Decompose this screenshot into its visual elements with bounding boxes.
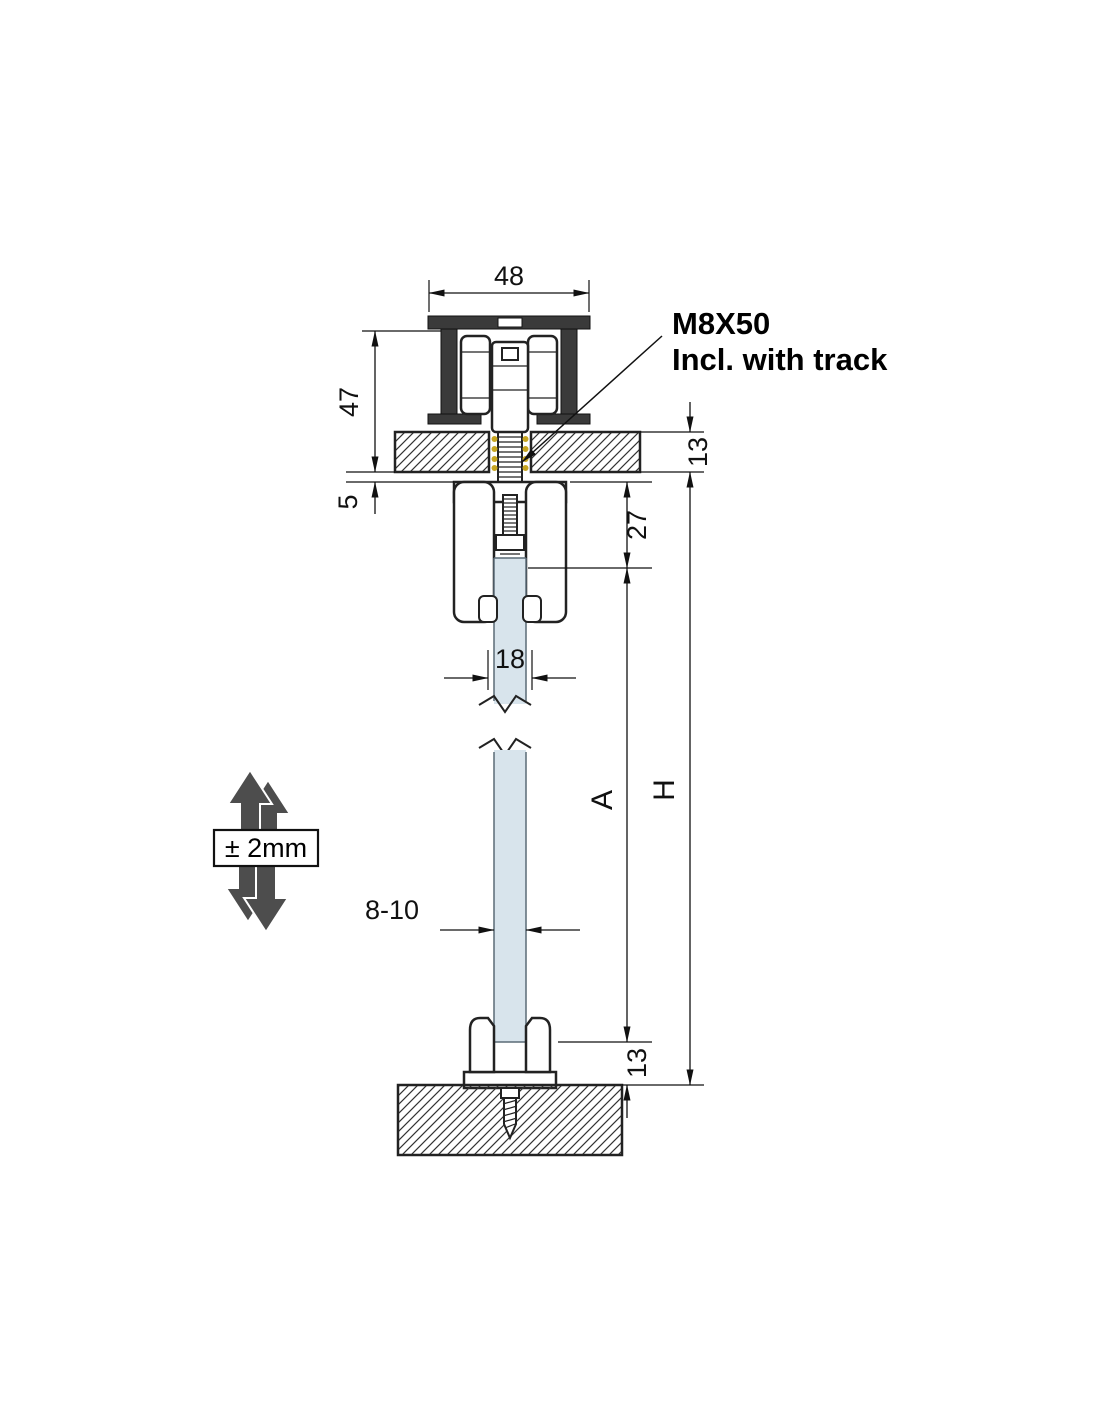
dim-13-floor-label: 13 [622,1048,652,1078]
dim-13-floor: 13 [622,1048,652,1118]
bolt-callout: M8X50 Incl. with track [521,306,888,463]
dim-H-label: H [648,779,681,801]
dim-A: A [558,567,652,1043]
dim-47-label: 47 [334,387,364,417]
floor-screw [500,1087,520,1141]
dim-8-10: 8-10 [365,895,580,934]
suspension-bolt [490,340,530,496]
roller-carriage [459,334,559,416]
rod-threads [502,498,518,532]
break-line-upper [478,694,532,714]
adjustment-indicator: ± 2mm [212,768,320,934]
dim-48-label: 48 [494,261,524,291]
dim-13-ceiling: 13 [640,402,713,473]
bolt-callout-line2: Incl. with track [672,342,888,377]
glass-panel [478,557,532,1043]
adjustment-label: ± 2mm [225,833,307,863]
dim-48: 48 [428,261,590,312]
dim-5: 5 [333,481,454,514]
lock-nut [495,534,525,551]
top-clamp-profile [452,480,568,624]
ceiling-panel [393,430,642,474]
dim-13-ceiling-label: 13 [683,437,713,467]
dim-8-10-label: 8-10 [365,895,419,925]
dim-27-label: 27 [622,510,652,540]
dim-47: 47 [334,330,441,473]
adjustment-rod [502,494,518,540]
dim-27: 27 [528,481,652,569]
adjustment-label-box [212,828,320,868]
clamp-feet [478,595,542,623]
dim-18: 18 [444,644,576,690]
dim-5-label: 5 [333,494,363,509]
bolt-head [501,347,519,361]
dim-18-label: 18 [495,644,525,674]
hanger-block [490,340,530,434]
dim-H: H [622,471,704,1086]
dim-A-label: A [586,790,619,810]
bolt-callout-line1: M8X50 [672,306,770,341]
